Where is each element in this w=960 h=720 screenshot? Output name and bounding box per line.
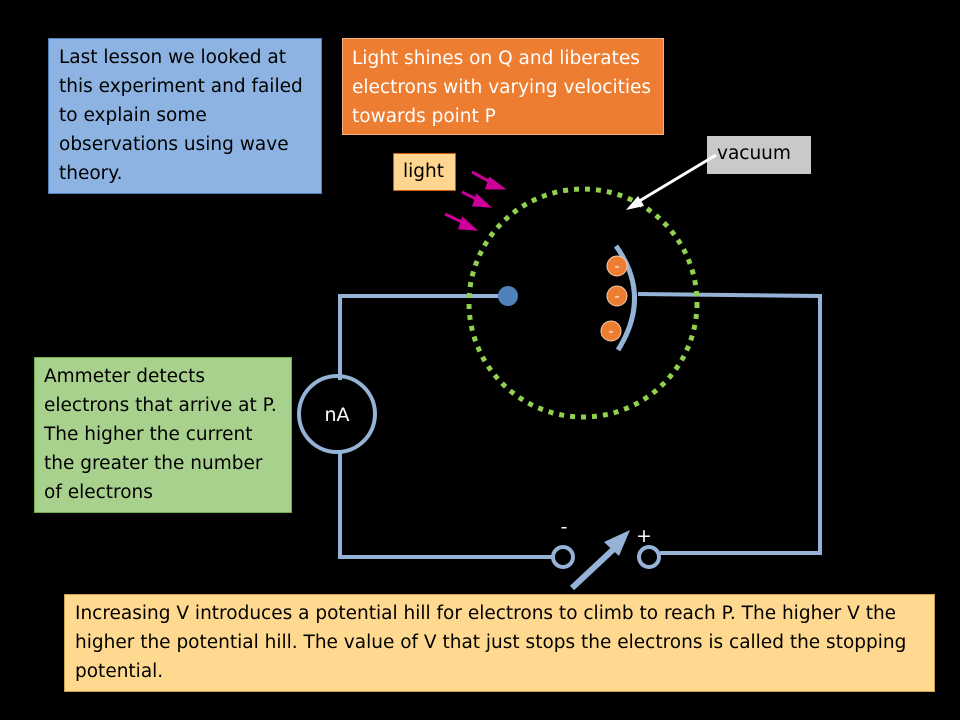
note-last-lesson: Last lesson we looked at this experiment… [48, 38, 322, 194]
electron-1 [606, 255, 628, 277]
variable-arrow [569, 530, 630, 591]
note-stopping-potential: Increasing V introduces a potential hill… [64, 594, 935, 692]
label-vacuum: vacuum [707, 136, 811, 174]
vacuum-pointer-shaft [635, 153, 717, 205]
light-rays [444, 170, 507, 231]
variable-arrow-head [604, 530, 630, 556]
ammeter-circle [297, 374, 377, 454]
electrons: - - - [600, 255, 628, 342]
point-p [498, 286, 518, 306]
circuit-wires [297, 244, 822, 569]
terminal-minus [551, 545, 575, 569]
vacuum-pointer-head [626, 196, 644, 210]
wire-top-left [338, 294, 508, 380]
electron-1-sign: - [614, 259, 619, 275]
curved-electrode-q [613, 244, 637, 352]
variable-arrow-shaft [569, 542, 621, 591]
ammeter-label: nA [324, 404, 349, 426]
electron-3-sign: - [608, 324, 613, 340]
light-ray-1-head [484, 176, 507, 190]
wire-bottom-left [338, 450, 553, 559]
electron-2 [606, 285, 628, 307]
terminal-plus [637, 545, 661, 569]
electron-2-sign: - [614, 289, 619, 305]
electron-3 [600, 320, 622, 342]
light-ray-2-head [471, 193, 493, 208]
note-ammeter: Ammeter detects electrons that arrive at… [34, 357, 292, 513]
vacuum-tube [466, 186, 700, 420]
label-light: light [393, 153, 456, 191]
wire-right [637, 292, 822, 555]
plus-label: + [636, 525, 652, 547]
vacuum-pointer [626, 153, 717, 210]
minus-label: - [561, 516, 568, 538]
light-ray-3-head [457, 216, 479, 231]
note-light-shines: Light shines on Q and liberates electron… [342, 38, 664, 135]
